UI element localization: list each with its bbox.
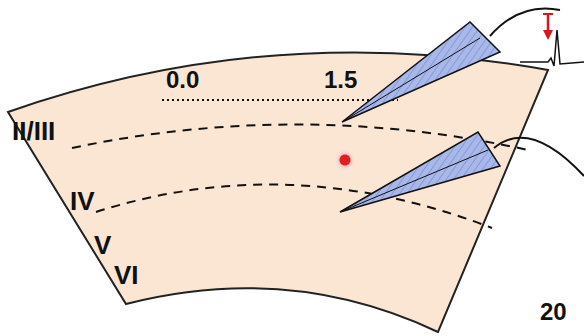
- cell-soma: [334, 149, 356, 171]
- stimulating-electrode: [340, 132, 500, 212]
- layer-label: V: [94, 232, 111, 258]
- stimulus-marker: [543, 30, 553, 40]
- recording-electrode: [342, 22, 500, 122]
- layer-label: IV: [70, 188, 95, 214]
- layer-border: [96, 185, 492, 228]
- electrode-wire: [342, 38, 480, 122]
- scale-value: 20: [540, 300, 567, 324]
- stimulus-marker: [543, 13, 553, 15]
- scale-number: 1.5: [324, 68, 357, 92]
- scale-number: 0.0: [166, 68, 199, 92]
- electrode-wire: [340, 150, 488, 212]
- layer-label: VI: [114, 262, 139, 288]
- lead-wire: [494, 138, 584, 176]
- recorded-trace: [520, 30, 584, 66]
- scale-line: [162, 99, 398, 101]
- layer-label: II/III: [12, 118, 55, 144]
- slice-outline: [8, 52, 548, 332]
